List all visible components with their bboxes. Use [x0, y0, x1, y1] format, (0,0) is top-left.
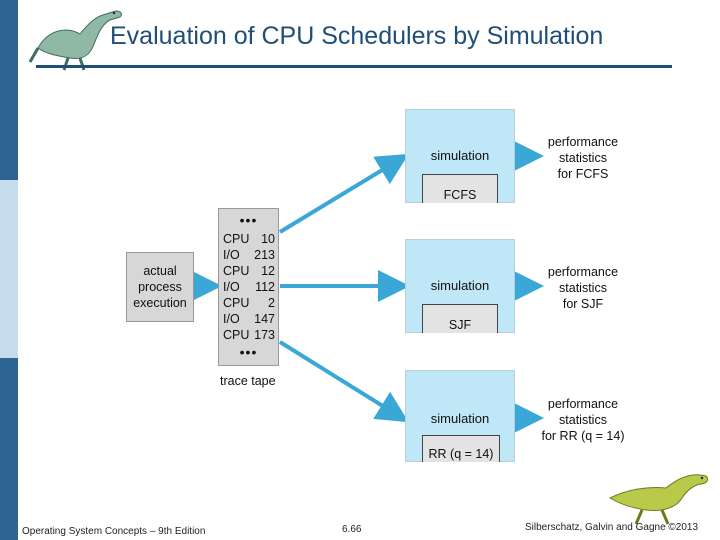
simulation-label: simulation [406, 411, 514, 426]
result-rr-line-1: performance [536, 396, 630, 412]
arrow-tape-to-fcfs [280, 158, 402, 232]
tape-row-value: 173 [254, 327, 275, 343]
tape-row-value: 12 [261, 263, 275, 279]
arrow-tape-to-rr [280, 342, 402, 418]
tape-row-value: 10 [261, 231, 275, 247]
scheduler-tab-fcfs: FCFS [422, 174, 498, 203]
source-label-line-1: actual [127, 263, 193, 279]
tape-dots-top: ••• [219, 215, 278, 225]
tape-row-op: I/O [223, 247, 240, 263]
tape-row-value: 147 [254, 311, 275, 327]
scheduler-tab-sjf: SJF [422, 304, 498, 333]
scheduler-label: FCFS [423, 187, 497, 203]
result-sjf-line-1: performance [540, 264, 626, 280]
simulation-box-rr: simulation RR (q = 14) [405, 370, 515, 462]
result-sjf-line-3: for SJF [540, 296, 626, 312]
tape-row-op: I/O [223, 311, 240, 327]
result-sjf-line-2: statistics [540, 280, 626, 296]
scheduler-label: SJF [423, 317, 497, 333]
result-fcfs-line-1: performance [540, 134, 626, 150]
tape-row-value: 112 [255, 279, 275, 295]
result-fcfs-line-2: statistics [540, 150, 626, 166]
result-fcfs-line-3: for FCFS [540, 166, 626, 182]
tape-row-op: CPU [223, 327, 249, 343]
tape-dots-bottom: ••• [219, 347, 278, 357]
trace-tape: ••• CPU 10 I/O 213 CPU 12 I/O 112 CPU 2 … [218, 208, 279, 366]
simulation-box-sjf: simulation SJF [405, 239, 515, 333]
simulation-label: simulation [406, 278, 514, 293]
tape-row-op: I/O [223, 279, 240, 295]
footer-left: Operating System Concepts – 9th Edition [22, 526, 205, 537]
tape-row-value: 2 [268, 295, 275, 311]
scheduler-label: RR (q = 14) [423, 446, 499, 462]
simulation-label: simulation [406, 148, 514, 163]
footer-right: Silberschatz, Galvin and Gagne ©2013 [525, 522, 698, 533]
tape-row-op: CPU [223, 231, 249, 247]
tape-row-op: CPU [223, 263, 249, 279]
source-label-line-3: execution [127, 295, 193, 311]
simulation-box-fcfs: simulation FCFS [405, 109, 515, 203]
result-rr-line-2: statistics [536, 412, 630, 428]
tape-row-op: CPU [223, 295, 249, 311]
scheduler-tab-rr: RR (q = 14) [422, 435, 500, 462]
footer-page-number: 6.66 [342, 524, 361, 535]
result-rr-line-3: for RR (q = 14) [536, 428, 630, 444]
trace-tape-caption: trace tape [220, 373, 276, 389]
source-label-line-2: process [127, 279, 193, 295]
actual-process-execution-box: actual process execution [126, 252, 194, 322]
tape-row-value: 213 [254, 247, 275, 263]
